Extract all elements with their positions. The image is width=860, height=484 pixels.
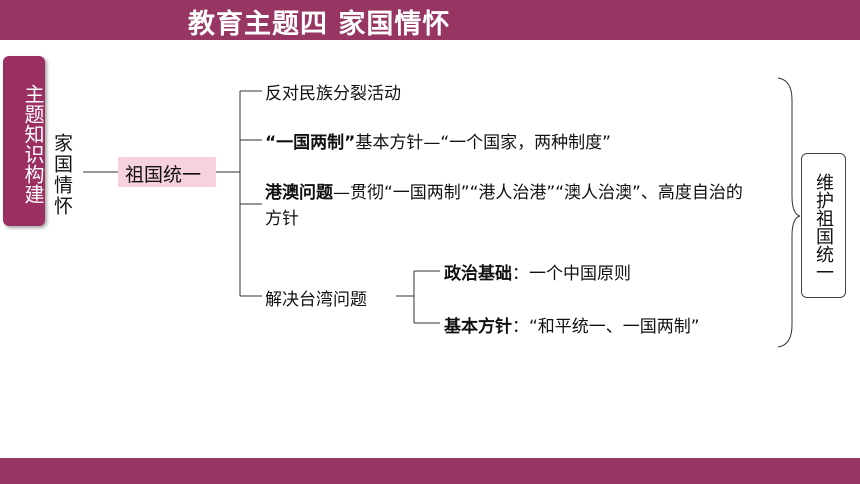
branch-separatism-text: 反对民族分裂活动 bbox=[265, 84, 401, 104]
branch-one-country: “一国两制”基本方针—“一个国家，两种制度” bbox=[265, 128, 611, 153]
taiwan-political-basis: 政治基础：一个中国原则 bbox=[444, 259, 631, 284]
conclusion-label: 维护祖国统一 bbox=[813, 172, 834, 281]
center-node: 祖国统一 bbox=[118, 157, 216, 187]
right-brace bbox=[777, 77, 801, 348]
center-label: 祖国统一 bbox=[125, 164, 202, 186]
branch-one-country-rest: 基本方针—“一个国家，两种制度” bbox=[355, 133, 611, 153]
root-label: 家国情怀 bbox=[51, 133, 73, 217]
taiwan-basic-policy-bold: 基本方针 bbox=[444, 317, 512, 337]
side-tab: 主题知识构建 bbox=[3, 56, 45, 226]
side-tab-label: 主题知识构建 bbox=[21, 84, 45, 204]
page-title: 教育主题四 家国情怀 bbox=[188, 9, 451, 40]
branch-one-country-bold: “一国两制” bbox=[265, 133, 356, 153]
header-bar: 教育主题四 家国情怀 bbox=[0, 0, 860, 40]
branch-separatism: 反对民族分裂活动 bbox=[265, 79, 401, 104]
branch-hk-macao-bold: 港澳问题 bbox=[265, 183, 333, 203]
taiwan-political-basis-rest: ：一个中国原则 bbox=[512, 264, 631, 284]
taiwan-political-basis-bold: 政治基础 bbox=[444, 264, 512, 284]
conclusion-box: 维护祖国统一 bbox=[801, 153, 846, 298]
taiwan-basic-policy-rest: ：“和平统一、一国两制” bbox=[512, 317, 700, 337]
footer-bar bbox=[0, 458, 860, 484]
branch-hk-macao-rest: —贯彻“一国两制”“港人治港”“澳人治澳”、高度自治的方针 bbox=[265, 183, 743, 229]
branch-taiwan: 解决台湾问题 bbox=[265, 285, 367, 310]
branch-hk-macao: 港澳问题—贯彻“一国两制”“港人治港”“澳人治澳”、高度自治的方针 bbox=[265, 180, 755, 232]
taiwan-basic-policy: 基本方针：“和平统一、一国两制” bbox=[444, 312, 700, 337]
branch-taiwan-text: 解决台湾问题 bbox=[265, 290, 367, 310]
